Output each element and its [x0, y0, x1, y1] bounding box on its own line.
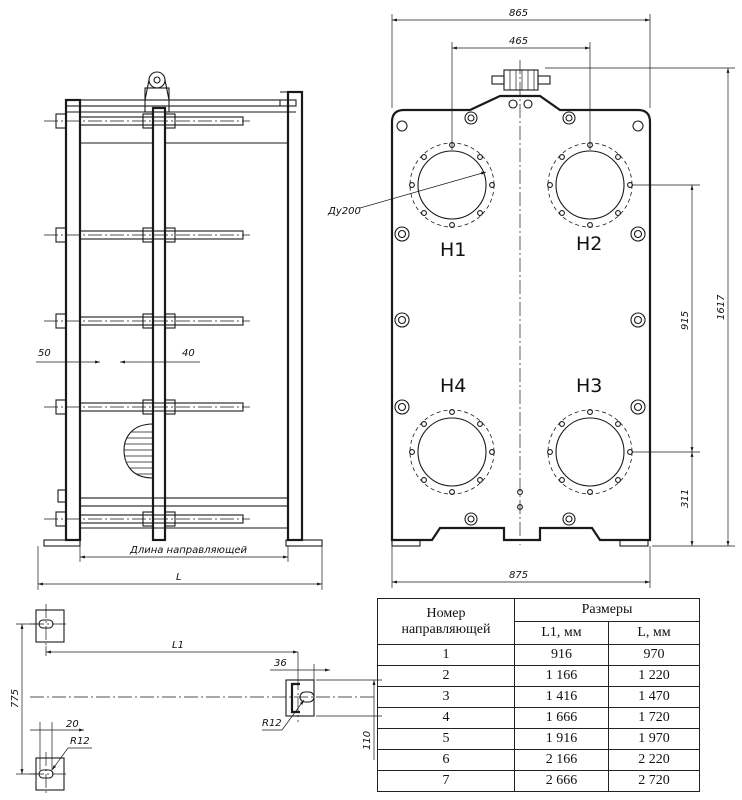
table-header-row: Номер направляющей Размеры [377, 598, 700, 645]
table-row: 5 1 916 1 970 [377, 728, 700, 750]
table-row: 4 1 666 1 720 [377, 707, 700, 729]
table-row: 7 2 666 2 720 [377, 770, 700, 792]
lifting-lug [144, 71, 170, 113]
support-column [286, 90, 304, 542]
dim-40: 40 [120, 345, 200, 368]
row-number: 7 [377, 770, 515, 792]
dim-R12-a-label: R12 [262, 718, 282, 729]
nozzle-leader: Ду200 [327, 171, 487, 217]
row-L1: 916 [514, 644, 609, 666]
dim-110-label: 110 [362, 731, 373, 750]
dim-50-label: 50 [38, 348, 51, 359]
dim-guide-length: Длина направляющей [79, 545, 289, 562]
row-L1: 1 166 [514, 665, 609, 687]
port-label-H2: Н2 [576, 233, 602, 255]
header-L1: L1, мм [514, 621, 609, 645]
side-view: 50 40 Длина направляющей L [36, 71, 323, 590]
port-H4 [409, 409, 495, 526]
dim-R12-b: R12 [51, 736, 92, 771]
row-number: 5 [377, 728, 515, 750]
table-row: 2 1 166 1 220 [377, 665, 700, 687]
dim-L-label: L [176, 572, 182, 583]
foot-view: 775 L1 36 R12 110 [10, 604, 382, 796]
table-row: 6 2 166 2 220 [377, 749, 700, 771]
row-number: 3 [377, 686, 515, 708]
table-row: 1 916 970 [377, 644, 700, 666]
dim-465: 465 [451, 36, 591, 150]
row-L1: 1 416 [514, 686, 609, 708]
row-L: 1 720 [608, 707, 700, 729]
dim-R12-a: R12 [262, 699, 305, 731]
row-number: 1 [377, 644, 515, 666]
port-label-H4: Н4 [440, 375, 466, 397]
pressure-plate [151, 106, 167, 542]
corner-hole [632, 120, 644, 132]
row-L: 1 220 [608, 665, 700, 687]
dim-L: L [37, 546, 323, 590]
dim-915: 915 [632, 184, 700, 453]
side-bolt-heads [394, 226, 646, 415]
row-L1: 1 666 [514, 707, 609, 729]
dim-875: 875 [391, 546, 651, 588]
row-L: 1 470 [608, 686, 700, 708]
dim-875-label: 875 [509, 570, 528, 581]
row-number: 4 [377, 707, 515, 729]
row-L1: 1 916 [514, 728, 609, 750]
port-label-H1: Н1 [440, 239, 466, 261]
nozzle-label: Ду200 [327, 206, 361, 217]
header-sizes: Размеры [514, 598, 700, 622]
row-L: 970 [608, 644, 700, 666]
row-L1: 2 166 [514, 749, 609, 771]
port-label-H3: Н3 [576, 375, 602, 397]
row-L1: 2 666 [514, 770, 609, 792]
header-L: L, мм [608, 621, 700, 645]
dim-311: 311 [680, 452, 694, 546]
dim-50: 50 [36, 345, 100, 368]
dim-R12-b-label: R12 [70, 736, 90, 747]
dim-L1-label: L1 [172, 640, 184, 651]
row-number: 2 [377, 665, 515, 687]
dim-110: 110 [316, 679, 382, 760]
row-L: 2 720 [608, 770, 700, 792]
row-L: 1 970 [608, 728, 700, 750]
row-L: 2 220 [608, 749, 700, 771]
dim-865: 865 [391, 8, 651, 108]
header-number: Номер направляющей [377, 598, 515, 645]
tie-bolts [44, 113, 250, 527]
dim-311-label: 311 [680, 489, 691, 508]
dim-40-label: 40 [182, 348, 195, 359]
fixed-plate [64, 98, 82, 542]
dim-1617: 1617 [545, 67, 735, 547]
guide-dimensions-table: Номер направляющей Размеры L1, мм L, мм … [377, 598, 700, 792]
dim-36-label: 36 [274, 658, 287, 669]
row-number: 6 [377, 749, 515, 771]
dim-36: 36 [270, 658, 330, 680]
dim-775: 775 [10, 623, 38, 775]
top-lug [491, 69, 551, 109]
bracket-top-left [35, 609, 65, 643]
dim-1617-label: 1617 [716, 294, 727, 320]
port-H3 [547, 409, 633, 526]
dim-775-label: 775 [10, 689, 21, 708]
dim-915-label: 915 [680, 311, 691, 330]
front-view: Н1 Н2 Н3 Н4 Ду200 865 465 875 [327, 8, 735, 588]
table-row: 3 1 416 1 470 [377, 686, 700, 708]
dim-865-label: 865 [509, 8, 528, 19]
frame-plate-outline [390, 94, 652, 542]
corner-hole [396, 120, 408, 132]
guide-length-label: Длина направляющей [129, 545, 248, 556]
dim-L1: L1 [45, 640, 299, 676]
dim-465-label: 465 [509, 36, 528, 47]
dim-20-label: 20 [66, 719, 79, 730]
dim-20: 20 [30, 719, 84, 770]
